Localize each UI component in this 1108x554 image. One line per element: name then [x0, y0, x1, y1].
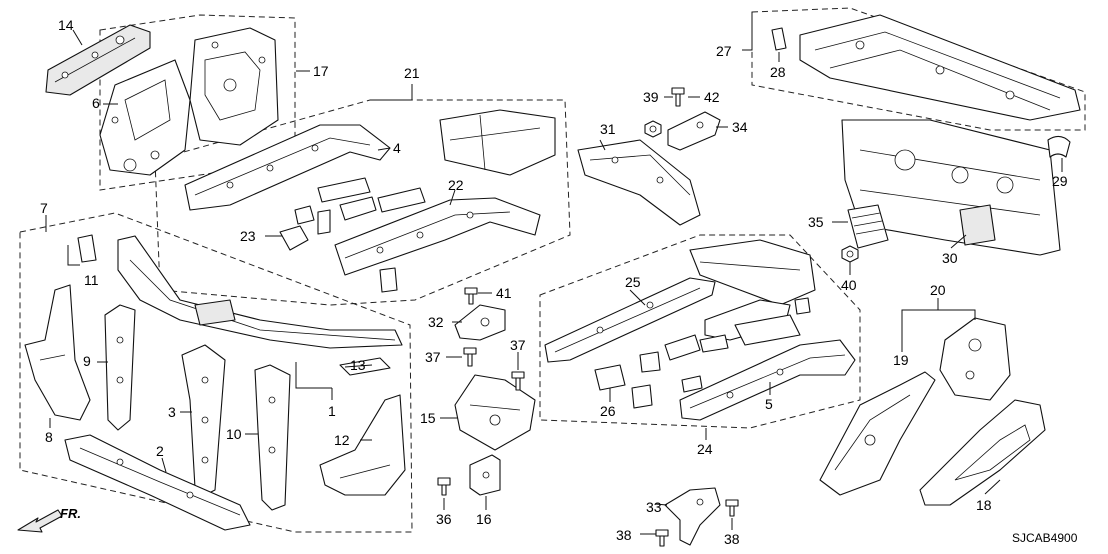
- callout-8: 8: [45, 429, 53, 445]
- callout-32: 32: [428, 314, 444, 330]
- callout-37-left: 37: [425, 349, 441, 365]
- callout-9: 9: [83, 353, 91, 369]
- callout-3: 3: [168, 404, 176, 420]
- part-upper-member-24: [689, 239, 816, 306]
- callout-23: 23: [240, 228, 256, 244]
- part-29: [1047, 135, 1071, 158]
- part-27: [799, 14, 1081, 121]
- callout-20: 20: [930, 282, 946, 298]
- callout-27: 27: [716, 43, 732, 59]
- callout-24: 24: [697, 441, 713, 457]
- callout-1: 1: [328, 403, 336, 419]
- callout-33: 33: [646, 499, 662, 515]
- callout-numbers: 14 6 17 21 4 22 23 7 11 9 8 3 10 2 1 13 …: [40, 17, 1068, 547]
- callout-16: 16: [476, 511, 492, 527]
- leader-lines: [45, 12, 1063, 535]
- part-20: [939, 317, 1011, 401]
- part-26: [594, 364, 653, 409]
- part-10: [254, 364, 291, 511]
- part-2: [64, 434, 251, 531]
- part-1: [117, 235, 403, 349]
- part-34: [667, 111, 721, 151]
- callout-17: 17: [313, 63, 329, 79]
- part-18: [919, 399, 1046, 506]
- fastener-36-bolt: [437, 477, 451, 496]
- fastener-38a-bolt: [655, 529, 669, 547]
- callout-37-right: 37: [510, 337, 526, 353]
- callout-21: 21: [404, 65, 420, 81]
- part-17: [189, 27, 279, 146]
- callout-41: 41: [496, 285, 512, 301]
- callout-39: 39: [643, 89, 659, 105]
- callout-2: 2: [156, 443, 164, 459]
- part-28: [771, 27, 787, 51]
- callout-38-right: 38: [724, 531, 740, 547]
- callout-34: 34: [732, 119, 748, 135]
- callout-6: 6: [92, 95, 100, 111]
- front-direction-label: FR.: [60, 506, 81, 521]
- part-16: [469, 454, 501, 496]
- part-6: [99, 59, 191, 176]
- callout-12: 12: [334, 432, 350, 448]
- part-35: [847, 204, 889, 249]
- callout-31: 31: [600, 121, 616, 137]
- part-9: [104, 304, 136, 431]
- diagram-code: SJCAB4900: [1012, 531, 1078, 545]
- callout-30: 30: [942, 250, 958, 266]
- part-15: [454, 374, 536, 451]
- fastener-38b-bolt: [725, 499, 739, 517]
- part-13: [339, 357, 391, 376]
- part-cross-member-21: [439, 109, 556, 176]
- part-31: [577, 139, 701, 226]
- callout-36: 36: [436, 511, 452, 527]
- part-12: [319, 394, 406, 496]
- part-8: [24, 284, 91, 421]
- callout-25: 25: [625, 274, 641, 290]
- fastener-39-nut: [644, 120, 662, 138]
- callout-40: 40: [841, 277, 857, 293]
- callout-35: 35: [808, 214, 824, 230]
- callout-28: 28: [770, 64, 786, 80]
- part-11: [77, 234, 97, 263]
- fastener-40-nut: [841, 245, 859, 263]
- part-30: [841, 119, 1061, 256]
- part-24-brackets: [639, 297, 811, 393]
- part-33: [664, 487, 721, 546]
- callout-14: 14: [58, 17, 74, 33]
- part-5: [679, 339, 856, 421]
- callout-42: 42: [704, 89, 720, 105]
- part-4: [184, 124, 391, 211]
- callout-22: 22: [448, 177, 464, 193]
- part-3: [181, 344, 226, 496]
- part-22: [334, 197, 541, 276]
- fastener-42-bolt: [671, 87, 685, 107]
- callout-13: 13: [350, 357, 366, 373]
- callout-18: 18: [976, 497, 992, 513]
- part-25: [544, 277, 716, 363]
- callout-15: 15: [420, 410, 436, 426]
- part-19: [819, 371, 936, 496]
- callout-11: 11: [84, 272, 99, 288]
- callout-4: 4: [393, 140, 401, 156]
- group-box-17: [99, 14, 296, 191]
- fastener-37a-bolt: [463, 347, 477, 367]
- callout-10: 10: [226, 426, 242, 442]
- callout-7: 7: [40, 200, 48, 216]
- group-box-27: [751, 7, 1086, 131]
- group-box-24: [539, 234, 861, 429]
- fastener-37b-bolt: [511, 371, 525, 391]
- fastener-41-bolt: [464, 287, 478, 305]
- callout-38-left: 38: [616, 527, 632, 543]
- part-23-brackets: [279, 177, 426, 293]
- part-14: [45, 24, 151, 96]
- front-direction-arrow: FR.: [17, 506, 81, 533]
- callout-29: 29: [1052, 173, 1068, 189]
- part-32: [454, 304, 506, 341]
- callout-26: 26: [600, 403, 616, 419]
- callout-19: 19: [893, 352, 909, 368]
- callout-5: 5: [765, 396, 773, 412]
